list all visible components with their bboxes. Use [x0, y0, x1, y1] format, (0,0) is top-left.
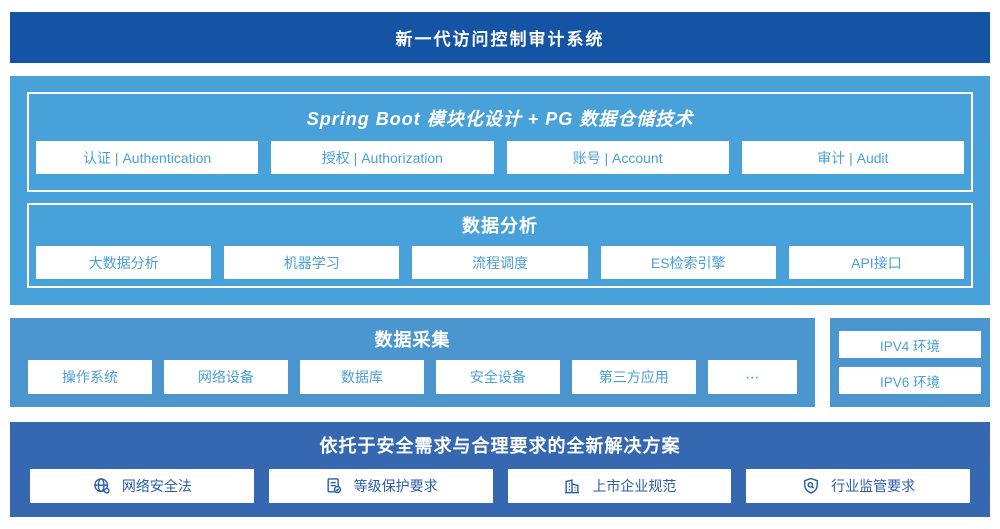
env-box-ipv6: IPV6 环境 — [839, 367, 981, 394]
collection-box-security-device: 安全设备 — [435, 360, 560, 394]
solution-label: 等级保护要求 — [353, 478, 438, 494]
collection-box-os: 操作系统 — [28, 360, 152, 394]
analysis-box-bigdata: 大数据分析 — [36, 246, 212, 279]
platform-section: Spring Boot 模块化设计 + PG 数据仓储技术 认证 | Authe… — [10, 76, 990, 305]
solution-box-network-law: 网络安全法 — [30, 469, 254, 503]
analysis-label: API接口 — [851, 254, 902, 271]
collection-box-network-device: 网络设备 — [163, 360, 288, 394]
module-label: 审计 | Audit — [817, 149, 889, 166]
env-label: IPV4 环境 — [879, 338, 941, 354]
collection-label: 数据库 — [340, 369, 383, 385]
collection-label: 安全设备 — [469, 369, 526, 385]
module-label: 认证 | Authentication — [83, 149, 212, 166]
collection-box-database: 数据库 — [299, 360, 424, 394]
module-box-authentication: 认证 | Authentication — [36, 141, 259, 174]
analysis-label: 机器学习 — [283, 254, 340, 271]
title-banner: 新一代访问控制审计系统 — [10, 12, 990, 63]
data-analysis-title: 数据分析 — [462, 216, 538, 236]
module-box-account: 账号 | Account — [506, 141, 729, 174]
analysis-box-api: API接口 — [788, 246, 965, 279]
analysis-box-es-search: ES检索引擎 — [600, 246, 776, 279]
ip-environment-panel: IPV4 环境 IPV6 环境 — [830, 318, 990, 407]
ellipsis-label: ⋯ — [745, 368, 760, 385]
data-analysis-panel: 数据分析 大数据分析 机器学习 流程调度 ES检索引擎 API接口 — [27, 203, 973, 288]
module-label: 账号 | Account — [572, 149, 663, 166]
collection-label: 操作系统 — [61, 369, 118, 385]
solution-label: 网络安全法 — [121, 478, 192, 494]
collection-box-more: ⋯ — [707, 360, 798, 394]
collection-label: 第三方应用 — [598, 369, 669, 385]
collection-box-thirdparty-app: 第三方应用 — [571, 360, 696, 394]
solution-label: 上市企业规范 — [592, 478, 677, 494]
globe-icon — [92, 476, 112, 496]
spring-boot-modules-row: 认证 | Authentication 授权 | Authorization 账… — [29, 141, 971, 174]
document-check-icon — [324, 476, 344, 496]
env-box-ipv4: IPV4 环境 — [839, 331, 981, 358]
module-label: 授权 | Authorization — [321, 149, 443, 166]
solution-box-grade-protection: 等级保护要求 — [268, 469, 493, 503]
solution-box-industry-regulation: 行业监管要求 — [746, 469, 970, 503]
solution-row: 网络安全法 等级保护要求 — [10, 469, 990, 503]
spring-boot-panel: Spring Boot 模块化设计 + PG 数据仓储技术 认证 | Authe… — [27, 92, 973, 192]
data-collection-title: 数据采集 — [374, 330, 451, 350]
shield-search-icon — [801, 476, 821, 496]
solution-box-listed-company: 上市企业规范 — [507, 469, 732, 503]
analysis-box-machine-learning: 机器学习 — [224, 246, 400, 279]
page-title: 新一代访问控制审计系统 — [395, 30, 605, 49]
solution-section: 依托于安全需求与合理要求的全新解决方案 网络安全法 — [10, 422, 990, 517]
env-label: IPV6 环境 — [879, 374, 941, 390]
analysis-label: 大数据分析 — [88, 254, 159, 271]
solution-label: 行业监管要求 — [831, 478, 916, 494]
analysis-label: ES检索引擎 — [650, 254, 726, 271]
analysis-box-workflow: 流程调度 — [412, 246, 588, 279]
module-box-audit: 审计 | Audit — [741, 141, 964, 174]
module-box-authorization: 授权 | Authorization — [271, 141, 494, 174]
solution-title: 依托于安全需求与合理要求的全新解决方案 — [319, 436, 681, 456]
data-analysis-row: 大数据分析 机器学习 流程调度 ES检索引擎 API接口 — [29, 246, 971, 279]
data-collection-row: 操作系统 网络设备 数据库 安全设备 第三方应用 ⋯ — [10, 360, 815, 394]
spring-boot-title: Spring Boot 模块化设计 + PG 数据仓储技术 — [306, 109, 694, 129]
building-icon — [562, 476, 582, 496]
analysis-label: 流程调度 — [472, 254, 528, 271]
collection-label: 网络设备 — [197, 369, 254, 385]
data-collection-panel: 数据采集 操作系统 网络设备 数据库 安全设备 第三方应用 ⋯ — [10, 318, 815, 407]
